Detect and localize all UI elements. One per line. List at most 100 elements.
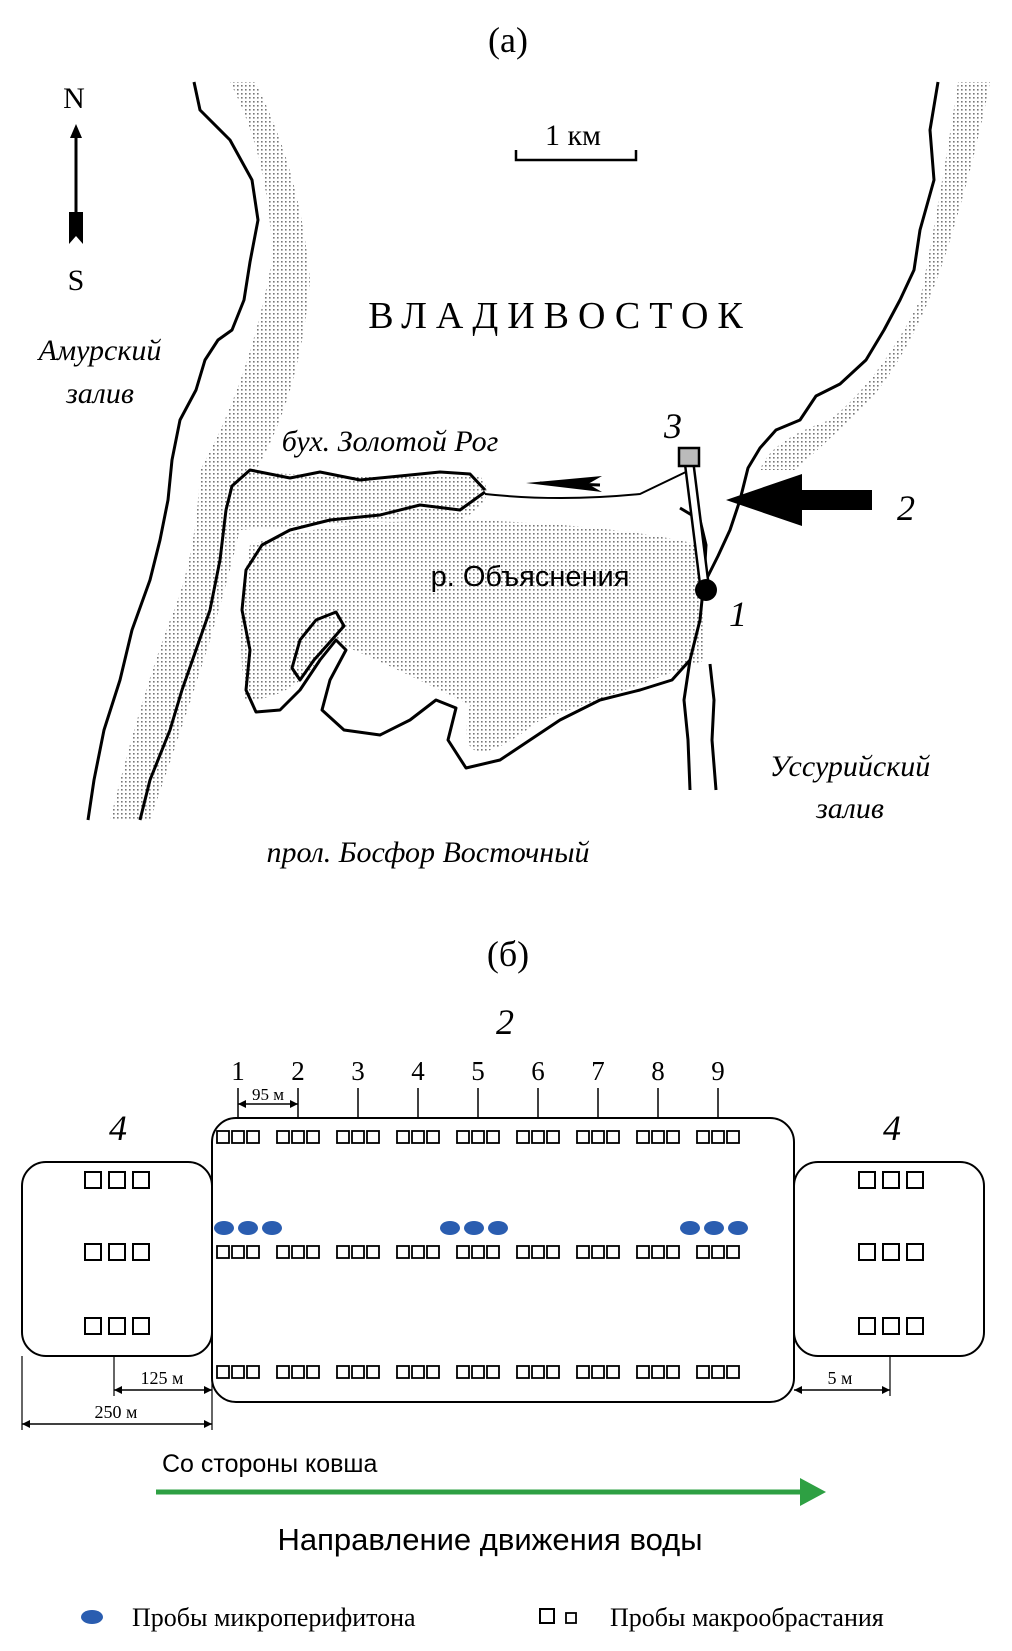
macro-sample-marker bbox=[471, 1130, 485, 1144]
station-label: 1 bbox=[231, 1056, 245, 1086]
macro-sample-marker bbox=[351, 1365, 365, 1379]
macro-sample-marker bbox=[666, 1365, 680, 1379]
station-labels: 1 2 3 4 5 6 7 8 9 bbox=[231, 1056, 725, 1086]
macro-sample-marker bbox=[396, 1130, 410, 1144]
macro-sample-marker bbox=[411, 1130, 425, 1144]
station-label: 4 bbox=[411, 1056, 425, 1086]
macro-sample-marker bbox=[336, 1365, 350, 1379]
macro-sample-marker-large bbox=[858, 1243, 876, 1261]
macro-sample-marker bbox=[486, 1130, 500, 1144]
macro-sample-marker bbox=[411, 1365, 425, 1379]
macro-sample-marker bbox=[456, 1365, 470, 1379]
macro-sample-marker bbox=[636, 1130, 650, 1144]
scale-line bbox=[514, 150, 638, 162]
macro-sample-marker bbox=[306, 1245, 320, 1259]
dim-125-label: 125 м bbox=[141, 1368, 184, 1388]
station-ticks bbox=[237, 1088, 719, 1118]
golden-horn-south-shore bbox=[240, 490, 708, 770]
macro-sample-marker bbox=[711, 1130, 725, 1144]
flow-from-label: Со стороны ковша bbox=[162, 1450, 377, 1478]
legend-macro-big-icon bbox=[539, 1608, 555, 1624]
point-3-label: 3 bbox=[663, 406, 682, 446]
macro-sample-marker bbox=[396, 1245, 410, 1259]
macro-sample-marker bbox=[546, 1245, 560, 1259]
macro-sample-marker-large bbox=[84, 1171, 102, 1189]
macro-sample-marker bbox=[486, 1245, 500, 1259]
macro-sample-marker bbox=[726, 1365, 740, 1379]
station-label: 7 bbox=[591, 1056, 605, 1086]
macro-sample-marker bbox=[336, 1245, 350, 1259]
macro-sample-marker bbox=[291, 1130, 305, 1144]
macro-sample-marker bbox=[456, 1130, 470, 1144]
micro-samples bbox=[214, 1221, 748, 1235]
macro-sample-marker bbox=[576, 1130, 590, 1144]
right-basin-number: 4 bbox=[883, 1108, 901, 1148]
macro-sample-marker-large bbox=[858, 1171, 876, 1189]
point-1-label: 1 bbox=[729, 594, 747, 634]
dim-250: 250 м bbox=[21, 1356, 212, 1430]
macro-sample-marker bbox=[246, 1245, 260, 1259]
macro-sample-marker-large bbox=[858, 1317, 876, 1335]
macro-sample-marker bbox=[531, 1245, 545, 1259]
macro-sample-marker bbox=[231, 1130, 245, 1144]
compass-s-label: S bbox=[68, 264, 85, 297]
macro-sample-marker bbox=[651, 1130, 665, 1144]
macro-sample-marker bbox=[636, 1365, 650, 1379]
small-arrow-icon bbox=[526, 476, 602, 492]
macro-sample-marker bbox=[576, 1365, 590, 1379]
macro-sample-marker bbox=[591, 1245, 605, 1259]
macro-sample-marker bbox=[711, 1365, 725, 1379]
macro-sample-marker-large bbox=[132, 1243, 150, 1261]
flow-arrow-head-icon bbox=[800, 1478, 826, 1506]
macro-sample-marker-large bbox=[906, 1171, 924, 1189]
macro-sample-marker bbox=[516, 1245, 530, 1259]
macro-sample-marker bbox=[516, 1365, 530, 1379]
legend-micro-label: Пробы микроперифитона bbox=[132, 1603, 416, 1632]
macro-sample-marker bbox=[351, 1245, 365, 1259]
macro-sample-marker-large bbox=[84, 1317, 102, 1335]
station-label: 3 bbox=[351, 1056, 365, 1086]
macro-sample-marker bbox=[606, 1365, 620, 1379]
macro-sample-marker-large bbox=[906, 1243, 924, 1261]
macro-samples-main bbox=[216, 1130, 740, 1379]
macro-sample-marker bbox=[546, 1130, 560, 1144]
station-label: 8 bbox=[651, 1056, 665, 1086]
scale-label: 1 км bbox=[545, 119, 601, 152]
macro-sample-marker bbox=[726, 1130, 740, 1144]
macro-sample-marker-large bbox=[84, 1243, 102, 1261]
macro-sample-marker-large bbox=[108, 1317, 126, 1335]
left-basin-number: 4 bbox=[109, 1108, 127, 1148]
compass-north-head-icon bbox=[70, 124, 82, 138]
dim-95: 95 м bbox=[238, 1085, 298, 1108]
macro-sample-marker-large bbox=[132, 1171, 150, 1189]
golden-horn-label: бух. Золотой Рог bbox=[282, 425, 499, 458]
panel-b: (б) 2 1 2 3 4 5 6 7 8 9 95 м 4 4 bbox=[21, 934, 985, 1632]
river-channel bbox=[484, 469, 691, 499]
dim-5-label: 5 м bbox=[828, 1368, 853, 1388]
macro-sample-marker-large bbox=[882, 1171, 900, 1189]
macro-sample-marker bbox=[366, 1245, 380, 1259]
macro-sample-marker bbox=[711, 1245, 725, 1259]
macro-sample-marker bbox=[426, 1130, 440, 1144]
flow-title: Направление движения воды bbox=[277, 1522, 702, 1557]
legend-micro-icon bbox=[81, 1610, 103, 1624]
macro-samples-side bbox=[84, 1171, 924, 1335]
station-label: 9 bbox=[711, 1056, 725, 1086]
flow-arrow bbox=[156, 1478, 826, 1506]
macro-sample-marker-large bbox=[108, 1243, 126, 1261]
ussuri-bay-label-line2: залив bbox=[815, 792, 884, 825]
macro-sample-marker bbox=[411, 1245, 425, 1259]
panel-b-label: (б) bbox=[487, 934, 529, 974]
dim-95-label: 95 м bbox=[252, 1085, 284, 1104]
macro-sample-marker bbox=[471, 1245, 485, 1259]
macro-sample-marker bbox=[276, 1245, 290, 1259]
macro-sample-marker bbox=[531, 1130, 545, 1144]
macro-sample-marker bbox=[471, 1365, 485, 1379]
panel-a: (a) N S 1 км bbox=[37, 20, 990, 869]
river-label: р. Объяснения bbox=[431, 561, 630, 593]
macro-sample-marker bbox=[651, 1365, 665, 1379]
macro-sample-marker-large bbox=[882, 1317, 900, 1335]
macro-sample-marker bbox=[276, 1130, 290, 1144]
coastlines bbox=[86, 81, 940, 821]
macro-sample-marker-large bbox=[882, 1243, 900, 1261]
